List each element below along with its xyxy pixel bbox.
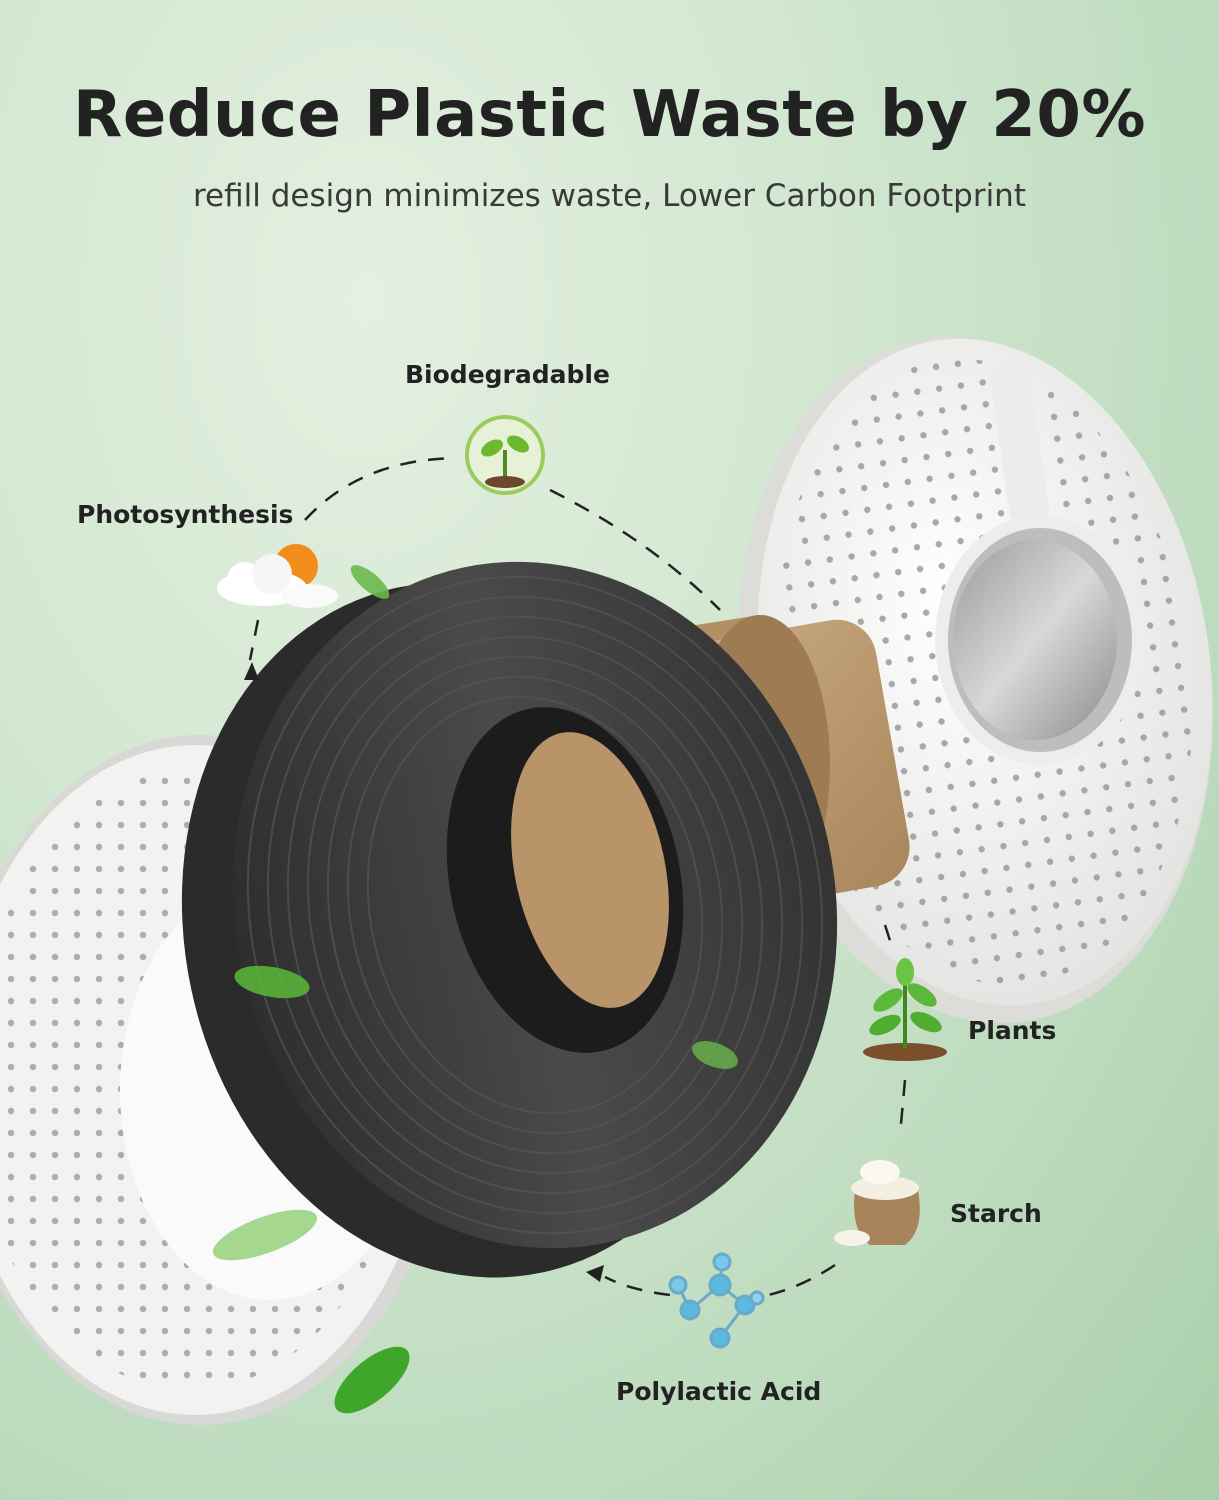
label-photosynthesis: Photosynthesis <box>77 500 294 529</box>
label-plants: Plants <box>968 1016 1057 1045</box>
molecule-icon <box>668 1252 765 1349</box>
arrow-left-icon <box>586 1265 604 1282</box>
arrow-up-icon <box>244 662 259 680</box>
sprout-icon <box>863 958 947 1061</box>
refill-ring <box>181 561 838 1278</box>
leaf-icon <box>334 1346 410 1414</box>
page-subtitle: refill design minimizes waste, Lower Car… <box>192 178 1026 214</box>
page-title: Reduce Plastic Waste by 20% <box>73 78 1146 152</box>
leaf-icon <box>350 565 390 599</box>
label-starch: Starch <box>950 1199 1042 1228</box>
leaf-icon <box>234 965 310 999</box>
label-biodegradable: Biodegradable <box>405 360 610 389</box>
leaf-icon <box>692 1041 738 1069</box>
sun-cloud-icon <box>217 544 338 608</box>
plant-cycle-icon <box>465 415 545 495</box>
label-polylactic-acid: Polylactic Acid <box>616 1377 822 1406</box>
leaf-icon <box>212 1209 318 1261</box>
starch-sack-icon <box>834 1160 920 1246</box>
